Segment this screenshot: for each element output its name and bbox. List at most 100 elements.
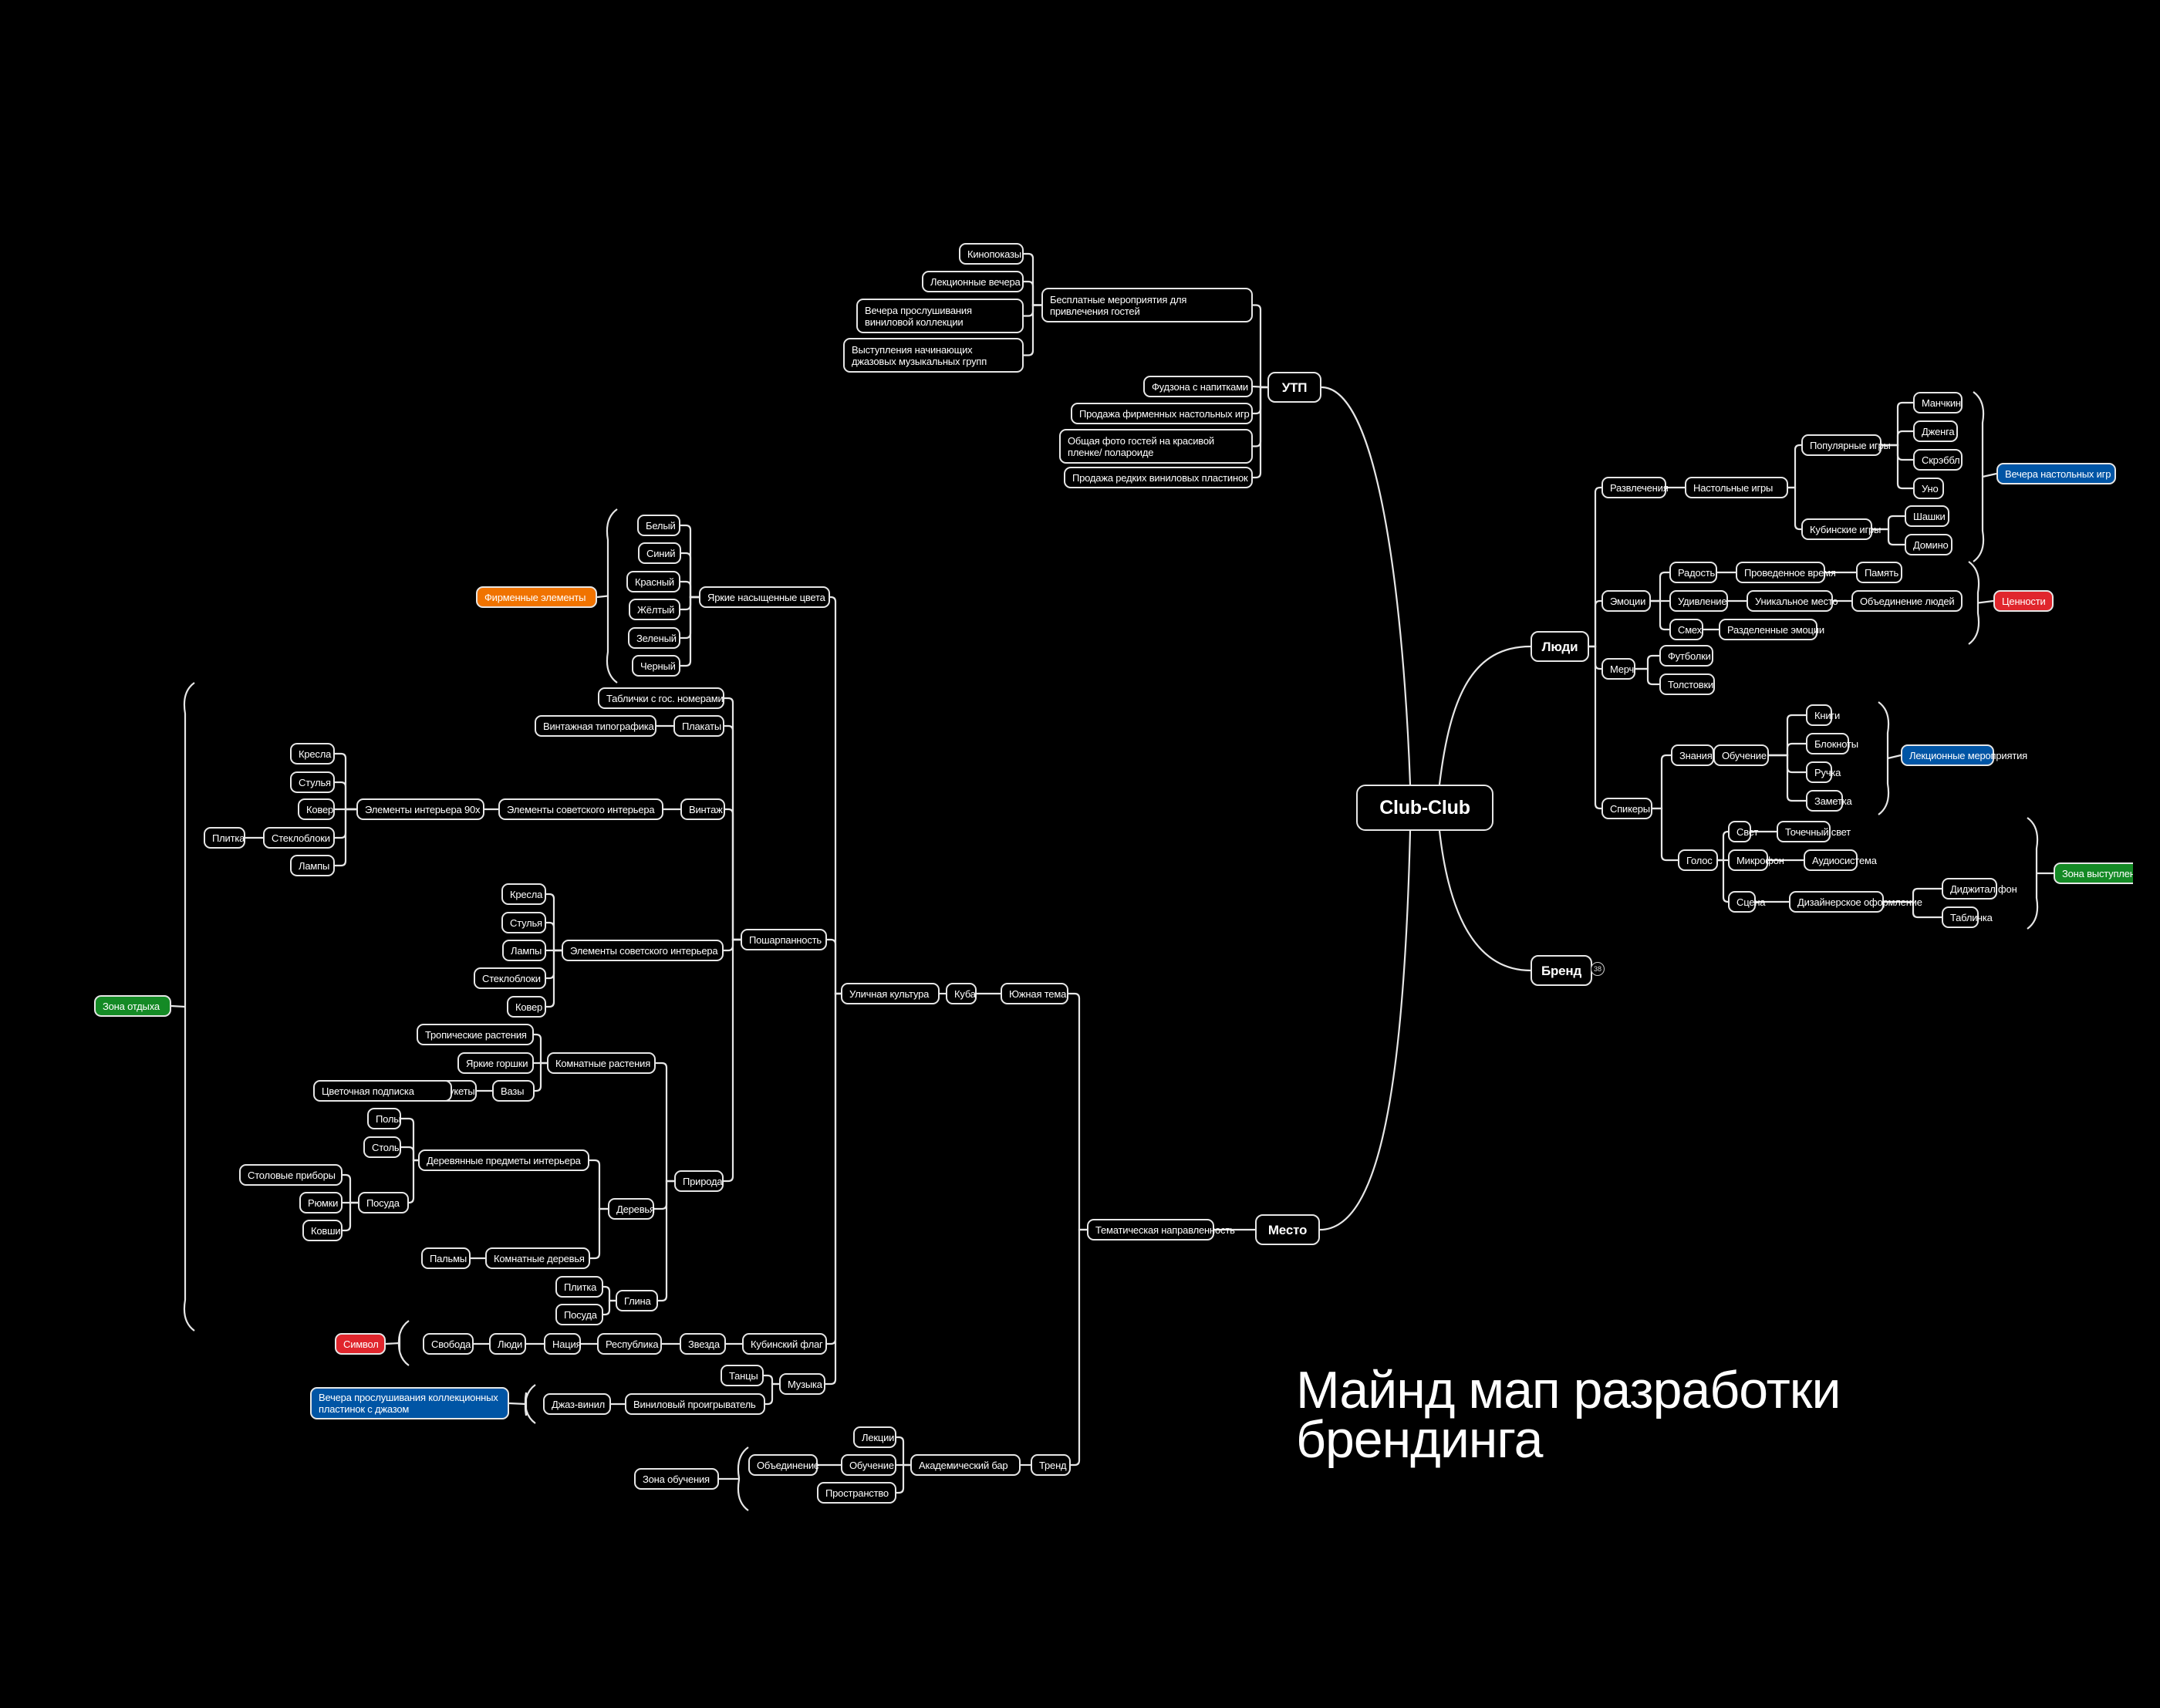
node-utp-jazz[interactable]: Выступления начинающих джазовых музыкаль… (843, 338, 1024, 373)
node-m-green[interactable]: Зеленый (628, 627, 680, 649)
node-p-domino[interactable]: Домино (1905, 534, 1952, 555)
node-m-shabby[interactable]: Пошарпанность (741, 929, 827, 950)
node-m-claydish[interactable]: Посуда (555, 1304, 603, 1325)
node-p-uno[interactable]: Уно (1913, 478, 1944, 499)
node-m-carpet2[interactable]: Ковер (507, 996, 546, 1018)
node-m-chair1[interactable]: Стулья (290, 771, 335, 793)
node-m-space[interactable]: Пространство (817, 1482, 896, 1504)
node-m-relax[interactable]: Зона отдыха (94, 995, 171, 1017)
node-m-nation[interactable]: Нация (544, 1333, 582, 1355)
node-utp-lect[interactable]: Лекционные вечера (922, 271, 1024, 292)
node-p-merch[interactable]: Мерч (1601, 658, 1635, 680)
node-m-music[interactable]: Музыка (779, 1373, 825, 1395)
node-p-tshirts[interactable]: Футболки (1659, 645, 1713, 667)
node-m-palms[interactable]: Пальмы (421, 1247, 471, 1269)
node-m-glass1[interactable]: Стеклоблоки (263, 827, 335, 849)
node-p-fun[interactable]: Развлечения (1601, 477, 1669, 498)
node-p-jenga[interactable]: Дженга (1913, 420, 1958, 442)
node-m-black[interactable]: Черный (632, 655, 680, 677)
node-m-soviet1[interactable]: Элементы советского интерьера (498, 798, 663, 820)
node-p-knowledge[interactable]: Знания (1671, 744, 1714, 766)
node-m-republic[interactable]: Республика (597, 1333, 662, 1355)
node-m-tables[interactable]: Столы (363, 1136, 401, 1158)
node-m-tile1[interactable]: Плитка (204, 827, 245, 849)
node-p-shared[interactable]: Разделенные эмоции (1719, 619, 1824, 640)
node-m-plates[interactable]: Таблички с гос. номерами (598, 687, 724, 709)
node-utp-food[interactable]: Фудзона с напитками (1143, 376, 1253, 397)
node-m-player[interactable]: Виниловый проигрыватель (625, 1393, 765, 1415)
node-m-houseplants[interactable]: Комнатные растения (547, 1052, 656, 1074)
node-m-south[interactable]: Южная тема (1001, 983, 1068, 1004)
node-m-woodobj[interactable]: Деревянные предметы интерьера (418, 1149, 589, 1171)
node-p-hoodies[interactable]: Толстовки (1659, 673, 1715, 695)
node-p-cuban[interactable]: Кубинские игры (1801, 518, 1881, 540)
node-m-soviet2[interactable]: Элементы советского интерьера (562, 940, 724, 961)
node-m-floors[interactable]: Полы (367, 1108, 401, 1129)
node-utp-kino[interactable]: Кинопоказы (959, 243, 1024, 265)
node-m-pots[interactable]: Яркие горшки (457, 1052, 534, 1074)
node-p-values[interactable]: Ценности (1993, 590, 2054, 612)
node-utp[interactable]: УТП (1267, 372, 1321, 403)
node-p-books[interactable]: Книги (1806, 704, 1840, 726)
node-m-flag[interactable]: Кубинский флаг (742, 1333, 827, 1355)
node-m-cutlery[interactable]: Столовые приборы (239, 1164, 343, 1186)
node-m-flowersub[interactable]: Цветочная подписка (313, 1080, 452, 1102)
node-p-stage[interactable]: Сцена (1728, 891, 1766, 913)
node-m-people[interactable]: Люди (489, 1333, 526, 1355)
node-m-lamp2[interactable]: Лампы (502, 940, 546, 961)
node-p-pen[interactable]: Ручка (1806, 761, 1841, 783)
node-m-glass2[interactable]: Стеклоблоки (474, 967, 546, 989)
node-m-lectures[interactable]: Лекции (853, 1426, 896, 1448)
node-m-claytile[interactable]: Плитка (555, 1276, 603, 1298)
node-m-unite[interactable]: Объединение (748, 1454, 819, 1476)
node-m-glasses[interactable]: Рюмки (299, 1192, 343, 1213)
node-m-chair2[interactable]: Стулья (501, 912, 546, 933)
node-p-scrabble[interactable]: Скрэббл (1913, 449, 1963, 471)
node-people[interactable]: Люди (1531, 631, 1589, 662)
node-m-arm1[interactable]: Кресла (290, 743, 335, 765)
node-p-note[interactable]: Заметка (1806, 790, 1852, 812)
node-m-acadbar[interactable]: Академический бар (910, 1454, 1021, 1476)
node-place[interactable]: Место (1255, 1214, 1320, 1245)
node-m-cuba[interactable]: Куба (946, 983, 977, 1004)
node-p-emotions[interactable]: Эмоции (1601, 590, 1651, 612)
node-m-white[interactable]: Белый (637, 515, 680, 536)
node-m-street[interactable]: Уличная культура (841, 983, 940, 1004)
node-m-typo[interactable]: Винтажная типографика (535, 715, 656, 737)
node-m-bright[interactable]: Яркие насыщенные цвета (699, 586, 830, 608)
node-m-90s[interactable]: Элементы интерьера 90х (356, 798, 484, 820)
node-utp-vinyl[interactable]: Вечера прослушивания виниловой коллекции (856, 299, 1024, 333)
node-m-indoortrees[interactable]: Комнатные деревья (485, 1247, 590, 1269)
node-m-carpet1[interactable]: Ковер (298, 798, 335, 820)
node-m-blue[interactable]: Синий (638, 542, 681, 564)
node-m-learnzone[interactable]: Зона обучения (634, 1468, 719, 1490)
node-p-laugh[interactable]: Смех (1669, 619, 1703, 640)
node-p-surprise[interactable]: Удивление (1669, 590, 1728, 612)
node-p-design[interactable]: Дизайнерское оформление (1789, 891, 1922, 913)
node-m-trend[interactable]: Тренд (1031, 1454, 1071, 1476)
node-p-learning[interactable]: Обучение (1713, 744, 1769, 766)
node-m-jazzvinyl[interactable]: Джаз-винил (543, 1393, 611, 1415)
node-p-speakers[interactable]: Спикеры (1601, 798, 1652, 819)
node-p-joy[interactable]: Радость (1669, 562, 1717, 583)
node-p-light[interactable]: Свет (1728, 821, 1758, 842)
node-utp-records[interactable]: Продажа редких виниловых пластинок (1064, 467, 1253, 488)
node-p-voice[interactable]: Голос (1678, 849, 1718, 871)
node-m-brandel[interactable]: Фирменные элементы (476, 586, 597, 608)
node-m-posters[interactable]: Плакаты (673, 715, 724, 737)
node-p-audio[interactable]: Аудиосистема (1804, 849, 1877, 871)
node-utp-free[interactable]: Бесплатные мероприятия для привлечения г… (1041, 288, 1253, 322)
node-m-ladles[interactable]: Ковши (302, 1220, 343, 1241)
node-root[interactable]: Club-Club (1356, 785, 1493, 831)
node-p-spot[interactable]: Точечный свет (1777, 821, 1851, 842)
node-m-yellow[interactable]: Жёлтый (629, 599, 680, 620)
node-m-theme[interactable]: Тематическая направленность (1087, 1219, 1235, 1240)
node-p-notebooks[interactable]: Блокноты (1806, 733, 1858, 754)
node-p-munchkin[interactable]: Манчкин (1913, 392, 1963, 413)
node-utp-photo[interactable]: Общая фото гостей на красивой пленке/ по… (1059, 429, 1253, 464)
node-m-star[interactable]: Звезда (680, 1333, 726, 1355)
node-p-digital[interactable]: Диджитал фон (1942, 878, 2017, 900)
node-p-sign[interactable]: Табличка (1942, 906, 1993, 928)
node-p-popular[interactable]: Популярные игры (1801, 434, 1891, 456)
node-m-dishes[interactable]: Посуда (358, 1192, 409, 1213)
